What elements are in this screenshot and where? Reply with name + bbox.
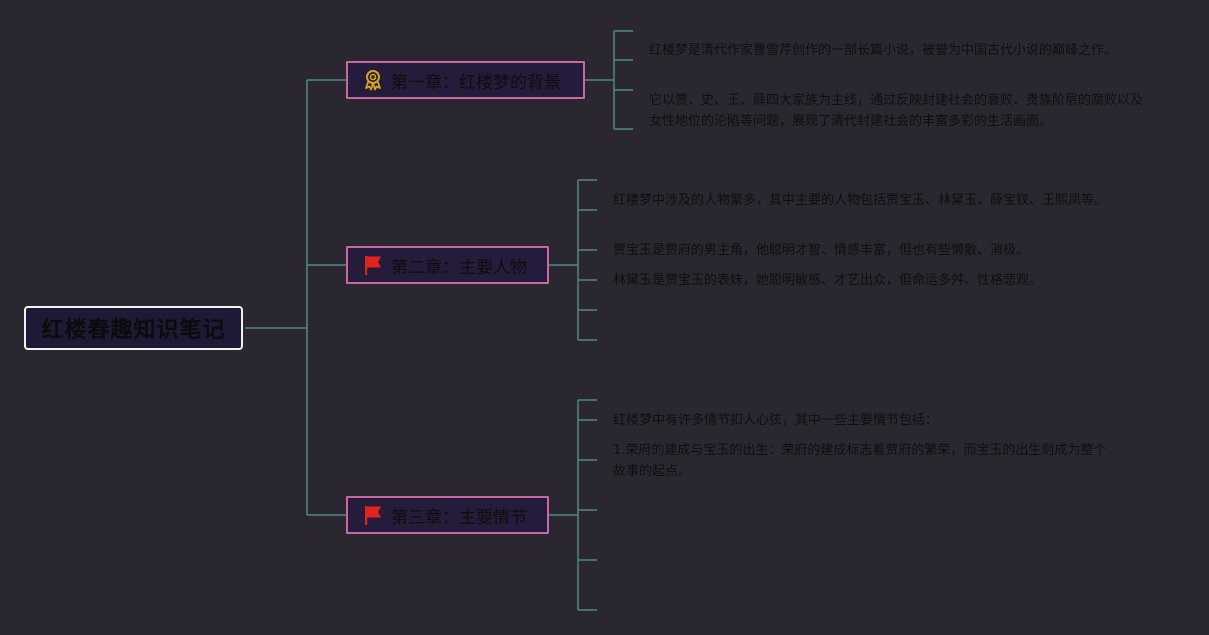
topic-label: 第一章：红楼梦的背景 [391,72,561,93]
note-item[interactable]: 红楼梦中涉及的人物繁多，其中主要的人物包括贾宝玉、林黛玉、薛宝钗、王熙凤等。 [613,193,1108,208]
note-item[interactable]: 红楼梦是清代作家曹雪芹创作的一部长篇小说，被誉为中国古代小说的巅峰之作。 [649,43,1118,58]
note-item[interactable]: 它以贾、史、王、薛四大家族为主线，通过反映封建社会的衰败、贵族阶层的腐败以及女性… [649,93,1144,129]
red-flag-icon [362,253,386,277]
note-item[interactable]: 林黛玉是贾宝玉的表妹，她聪明敏感、才艺出众，但命运多舛、性格悲观。 [613,273,1043,288]
topic-label: 第三章：主要情节 [391,507,527,528]
topic-chapter-3[interactable]: 第三章：主要情节 [346,496,549,534]
central-topic-label: 红楼春趣知识笔记 [41,318,226,343]
topic-chapter-1[interactable]: 第一章：红楼梦的背景 [346,61,585,99]
topic-label: 第二章：主要人物 [391,257,527,278]
note-item[interactable]: 1.荣府的建成与宝玉的出生：荣府的建成标志着贾府的繁荣，而宝玉的出生则成为整个故… [613,443,1107,479]
red-flag-icon [362,503,386,527]
award-ribbon-icon [362,68,386,92]
note-item[interactable]: 贾宝玉是贾府的男主角，他聪明才智、情感丰富，但也有些懒散、消极。 [613,243,1030,258]
topic-chapter-2[interactable]: 第二章：主要人物 [346,246,549,284]
note-item[interactable]: 红楼梦中有许多情节扣人心弦，其中一些主要情节包括： [613,413,939,428]
central-topic[interactable]: 红楼春趣知识笔记 [24,306,243,350]
